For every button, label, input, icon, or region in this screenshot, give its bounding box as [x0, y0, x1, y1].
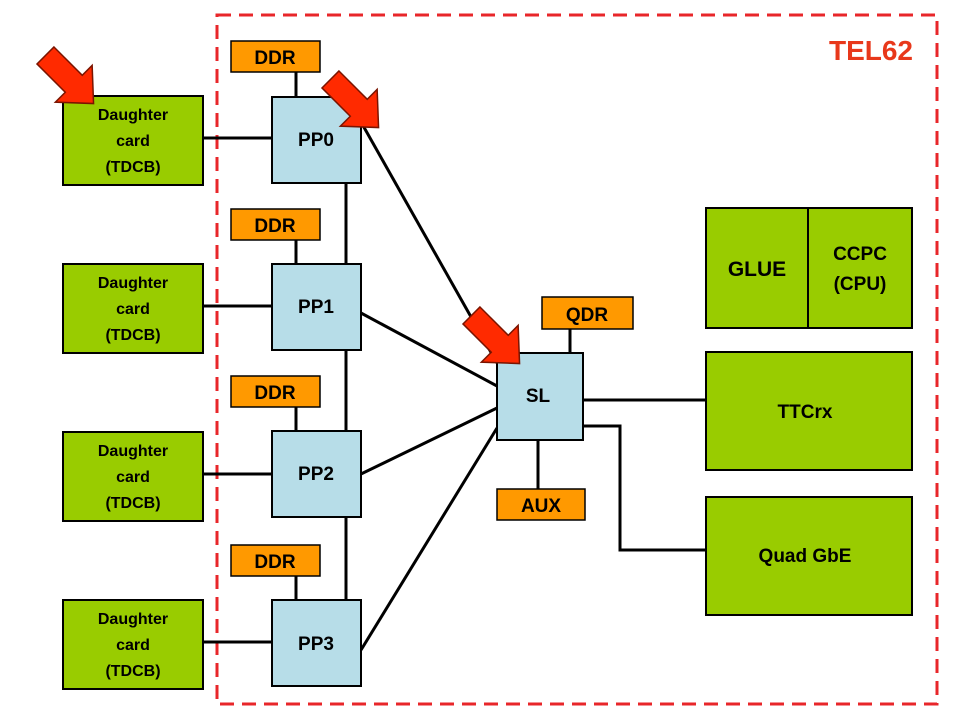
pp-label: PP3 — [298, 634, 334, 655]
daughter-card-line: card — [116, 469, 150, 486]
ccpc-sublabel: (CPU) — [834, 274, 887, 295]
ttcrx-block: TTCrx — [705, 351, 913, 471]
aux-label: AUX — [521, 496, 561, 517]
daughter-card-line: card — [116, 637, 150, 654]
pp-label: PP2 — [298, 464, 334, 485]
ddr-label: DDR — [254, 216, 295, 237]
daughter-card-line: (TDCB) — [105, 327, 160, 344]
daughter-card-line: card — [116, 301, 150, 318]
ddr-block-1: DDR — [230, 208, 321, 241]
daughter-card-2: Daughter card (TDCB) — [62, 431, 204, 522]
pp-label: PP1 — [298, 297, 334, 318]
pp-block-3: PP3 — [271, 599, 362, 687]
red-arrow-icon — [35, 45, 95, 105]
daughter-card-line: Daughter — [98, 107, 168, 124]
daughter-card-3: Daughter card (TDCB) — [62, 599, 204, 690]
ddr-label: DDR — [254, 48, 295, 69]
sl-label: SL — [526, 386, 551, 407]
daughter-card-line: Daughter — [98, 443, 168, 460]
aux-block: AUX — [496, 488, 586, 521]
daughter-card-line: Daughter — [98, 275, 168, 292]
ccpc-label: CCPC — [833, 244, 887, 265]
daughter-card-1: Daughter card (TDCB) — [62, 263, 204, 354]
quad-gbe-block: Quad GbE — [705, 496, 913, 616]
daughter-card-line: card — [116, 133, 150, 150]
board-outline — [215, 13, 939, 706]
daughter-card-line: (TDCB) — [105, 159, 160, 176]
ddr-label: DDR — [254, 383, 295, 404]
pp-block-2: PP2 — [271, 430, 362, 518]
ddr-label: DDR — [254, 552, 295, 573]
daughter-card-line: (TDCB) — [105, 663, 160, 680]
ddr-block-3: DDR — [230, 544, 321, 577]
qdr-block: QDR — [541, 296, 634, 330]
red-arrow-icon — [461, 305, 521, 365]
glue-label: GLUE — [728, 258, 786, 281]
daughter-card-line: (TDCB) — [105, 495, 160, 512]
pp-label: PP0 — [298, 130, 334, 151]
glue-ccpc-block: GLUE CCPC (CPU) — [705, 207, 913, 329]
ddr-block-2: DDR — [230, 375, 321, 408]
ttcrx-label: TTCrx — [778, 402, 833, 423]
red-arrow-icon — [320, 69, 380, 129]
board-title: TEL62 — [829, 35, 913, 66]
daughter-card-0: Daughter card (TDCB) — [62, 95, 204, 186]
daughter-card-line: Daughter — [98, 611, 168, 628]
quad-gbe-label: Quad GbE — [759, 546, 852, 567]
qdr-label: QDR — [566, 305, 609, 326]
ddr-block-0: DDR — [230, 40, 321, 73]
sl-block: SL — [496, 352, 584, 441]
pp-block-1: PP1 — [271, 263, 362, 351]
